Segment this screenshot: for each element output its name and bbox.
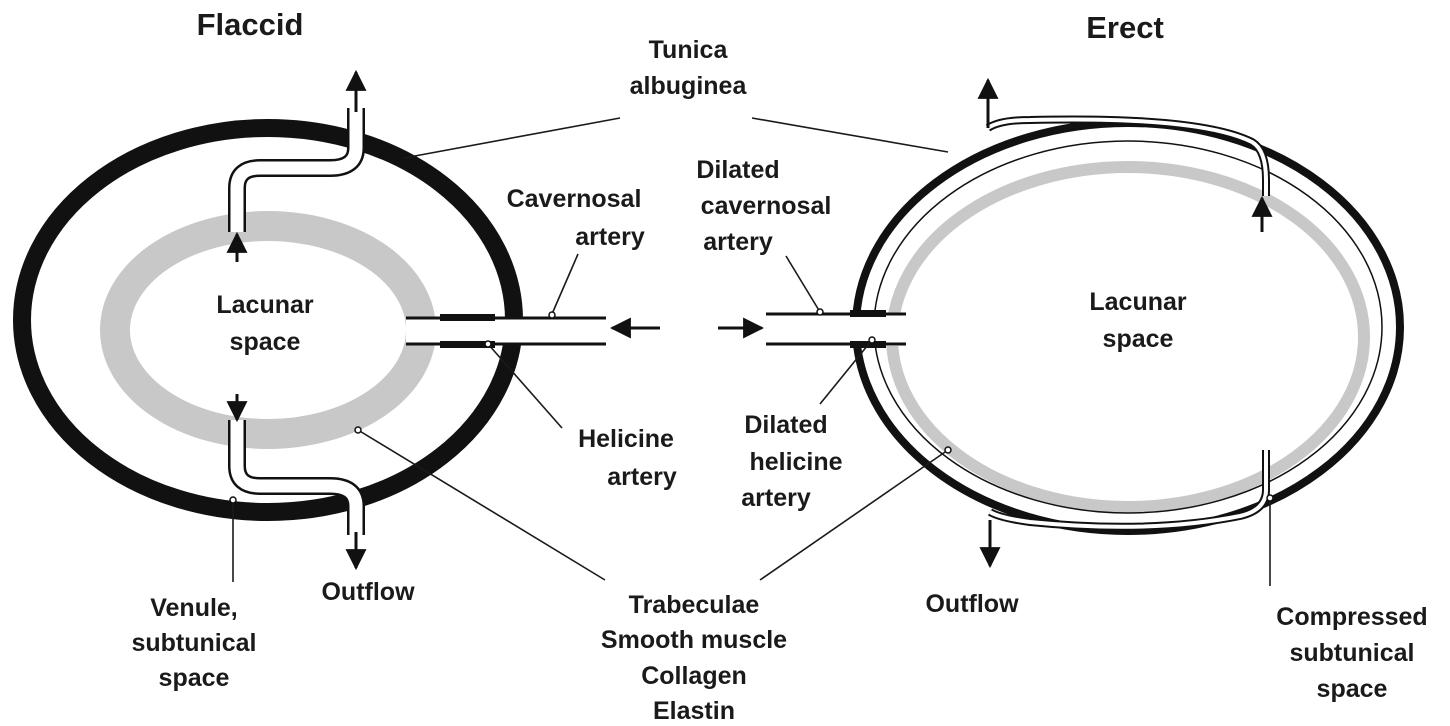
- flaccid-cavernosal-artery: [406, 314, 606, 348]
- venule-label-2: subtunical: [131, 629, 256, 657]
- venule-dot: [230, 497, 236, 503]
- dilated-helicine-label-3: artery: [741, 484, 811, 512]
- tunica-label-2: albuginea: [630, 72, 748, 100]
- helicine-label-2: artery: [607, 463, 677, 491]
- venule-label-3: space: [159, 664, 230, 692]
- dilated-cavernosal-dot: [817, 309, 823, 315]
- cavernosal-leader: [552, 254, 578, 314]
- dilated-cavernosal-label-3: artery: [703, 228, 773, 256]
- erect-title: Erect: [1086, 10, 1164, 45]
- erect-cavernosal-artery: [766, 310, 906, 348]
- flaccid-lacunar-label-1: Lacunar: [216, 291, 314, 319]
- trabeculae-label-3: Collagen: [641, 662, 747, 690]
- dilated-helicine-dot: [869, 337, 875, 343]
- tunica-leader-left: [404, 118, 620, 158]
- cavernosal-dot: [549, 312, 555, 318]
- compressed-label-3: space: [1317, 675, 1388, 703]
- outflow-right-label: Outflow: [925, 590, 1019, 618]
- erect-lacunar-label-2: space: [1103, 325, 1174, 353]
- trabeculae-dot-right: [945, 447, 951, 453]
- dilated-cavernosal-leader: [786, 256, 820, 312]
- trabeculae-label-4: Elastin: [653, 697, 735, 725]
- trabeculae-label-1: Trabeculae: [629, 591, 760, 619]
- dilated-helicine-label-2: helicine: [749, 448, 842, 476]
- flaccid-title: Flaccid: [197, 7, 304, 42]
- compressed-dot: [1267, 495, 1273, 501]
- helicine-dot: [485, 341, 491, 347]
- erect-cross-section: Erect Lacunar space: [718, 10, 1400, 566]
- dilated-cavernosal-label-1: Dilated: [696, 156, 779, 184]
- helicine-label-1: Helicine: [578, 425, 674, 453]
- flaccid-lacunar-label-2: space: [230, 328, 301, 356]
- venule-label-1: Venule,: [150, 594, 238, 622]
- erect-lacunar-label-1: Lacunar: [1089, 288, 1187, 316]
- cavernosal-label-1: Cavernosal: [507, 185, 642, 213]
- tunica-leader-right: [752, 118, 948, 152]
- trabeculae-dot-left: [355, 427, 361, 433]
- compressed-label-2: subtunical: [1289, 639, 1414, 667]
- tunica-label-1: Tunica: [649, 36, 729, 64]
- cavernosal-label-2: artery: [575, 223, 645, 251]
- trabeculae-label-2: Smooth muscle: [601, 626, 787, 654]
- compressed-label-1: Compressed: [1276, 603, 1427, 631]
- trabeculae-leader-left: [358, 430, 605, 580]
- outflow-left-label: Outflow: [321, 578, 415, 606]
- dilated-helicine-label-1: Dilated: [744, 411, 827, 439]
- dilated-cavernosal-label-2: cavernosal: [701, 192, 832, 220]
